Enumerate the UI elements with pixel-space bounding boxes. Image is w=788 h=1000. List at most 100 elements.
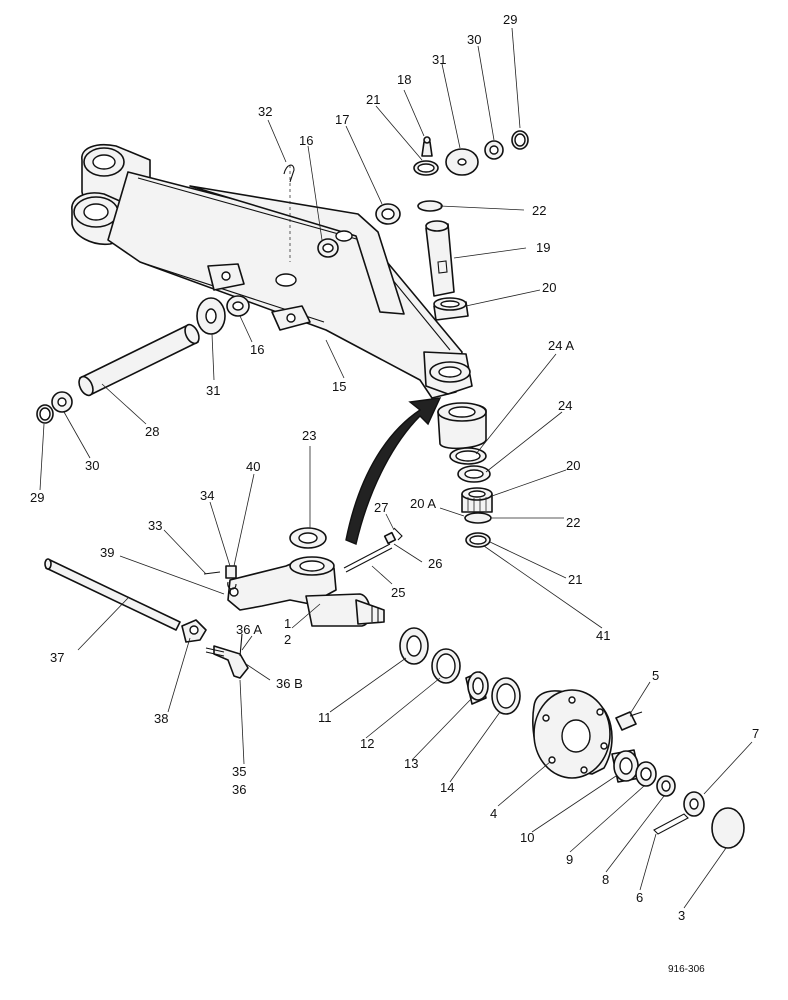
- king-pin-19: [425, 220, 455, 297]
- pivot-pin: [78, 323, 200, 397]
- circlip-21-upper: [413, 160, 439, 176]
- leader-lines: [39, 27, 753, 909]
- clamp-38: [181, 619, 207, 643]
- callout-16: 16: [250, 342, 264, 357]
- bearing-cone-10: [611, 749, 641, 783]
- thrust-bearing-24: [457, 465, 491, 483]
- callout-16: 16: [299, 133, 313, 148]
- callout-36: 36: [232, 782, 246, 797]
- callout-3: 3: [678, 908, 685, 923]
- oil-seal-23: [289, 527, 327, 549]
- grease-nipple-27: [393, 527, 403, 541]
- callout-24A: 24 A: [548, 338, 574, 353]
- callout-36A: 36 A: [236, 622, 262, 637]
- split-pin-34: [227, 581, 237, 590]
- callout-20: 20: [542, 280, 556, 295]
- callout-29: 29: [503, 12, 517, 27]
- castle-nut-7: [683, 791, 705, 817]
- callout-37: 37: [50, 650, 64, 665]
- callout-22: 22: [566, 515, 580, 530]
- washer-30-left: [51, 391, 73, 413]
- callout-21: 21: [366, 92, 380, 107]
- wheel-hub-4: [532, 689, 613, 779]
- bearing-cup-12: [431, 648, 461, 684]
- callout-21: 21: [568, 572, 582, 587]
- sleeve-20A: [464, 512, 492, 524]
- callout-14: 14: [440, 780, 454, 795]
- callout-15: 15: [332, 379, 346, 394]
- callout-20: 20: [566, 458, 580, 473]
- callout-30: 30: [467, 32, 481, 47]
- callout-25: 25: [391, 585, 405, 600]
- slotted-nut-9: [635, 761, 657, 787]
- callout-31: 31: [206, 383, 220, 398]
- callout-10: 10: [520, 830, 534, 845]
- callout-29: 29: [30, 490, 44, 505]
- seal-11: [399, 627, 429, 665]
- callout-11: 11: [318, 710, 332, 725]
- callout-41: 41: [596, 628, 610, 643]
- washer-8: [656, 775, 676, 797]
- callout-33: 33: [148, 518, 162, 533]
- callout-40: 40: [246, 459, 260, 474]
- callout-19: 19: [536, 240, 550, 255]
- callout-28: 28: [145, 424, 159, 439]
- callout-32: 32: [258, 104, 272, 119]
- callout-5: 5: [652, 668, 659, 683]
- bearing-cup-14: [491, 677, 521, 715]
- thrust-washer-31-left: [196, 297, 226, 335]
- steering-stop-bolt-25: [343, 543, 393, 573]
- locknut-26: [383, 531, 397, 545]
- wheel-stud-5: [615, 711, 643, 731]
- callout-24: 24: [558, 398, 572, 413]
- callout-39: 39: [100, 545, 114, 560]
- callout-22: 22: [532, 203, 546, 218]
- circlip-21-lower: [465, 532, 491, 548]
- callout-26: 26: [428, 556, 442, 571]
- bush-16-lower: [226, 295, 250, 317]
- callout-7: 7: [752, 726, 759, 741]
- callout-38: 38: [154, 711, 168, 726]
- circlip-29-upper: [511, 130, 529, 150]
- figure-code: 916-306: [668, 964, 705, 975]
- grease-nipple-18: [421, 136, 433, 157]
- steering-knuckle: [227, 556, 385, 627]
- callout-30: 30: [85, 458, 99, 473]
- callout-13: 13: [404, 756, 418, 771]
- callout-2: 2: [284, 632, 291, 647]
- callout-36B: 36 B: [276, 676, 303, 691]
- callout-34: 34: [200, 488, 214, 503]
- split-pin-6: [653, 813, 689, 835]
- callout-20A: 20 A: [410, 496, 436, 511]
- callout-17: 17: [335, 112, 349, 127]
- callout-18: 18: [397, 72, 411, 87]
- thrust-washer-31-upper: [445, 148, 479, 176]
- seal-24A: [449, 447, 487, 465]
- shim-22-upper: [417, 200, 443, 212]
- callout-labels: 29 30 31 18 21 17 32 16 22 19 20 16 31 1…: [30, 12, 759, 923]
- needle-bearing-20-upper: [433, 297, 469, 321]
- callout-4: 4: [490, 806, 497, 821]
- callout-9: 9: [566, 852, 573, 867]
- bush-17: [375, 203, 401, 225]
- circlip-29-left: [36, 404, 54, 424]
- kingpin-lower-boss: [345, 397, 487, 545]
- callout-35: 35: [232, 764, 246, 779]
- grease-nipple-40: [225, 565, 237, 579]
- callout-12: 12: [360, 736, 374, 751]
- callout-27: 27: [374, 500, 388, 515]
- ball-joint-35-36: [205, 633, 249, 679]
- washer-30-upper: [484, 140, 504, 160]
- pin-33: [203, 571, 221, 575]
- callout-31: 31: [432, 52, 446, 67]
- bush-16-upper: [317, 238, 339, 258]
- bearing-cone-13: [465, 671, 489, 705]
- axle-beam: [71, 144, 473, 399]
- callout-23: 23: [302, 428, 316, 443]
- hub-cap-3: [711, 807, 745, 849]
- tie-rod-37: [44, 558, 181, 631]
- callout-1: 1: [284, 616, 291, 631]
- split-pin-32: [283, 164, 295, 183]
- callout-6: 6: [636, 890, 643, 905]
